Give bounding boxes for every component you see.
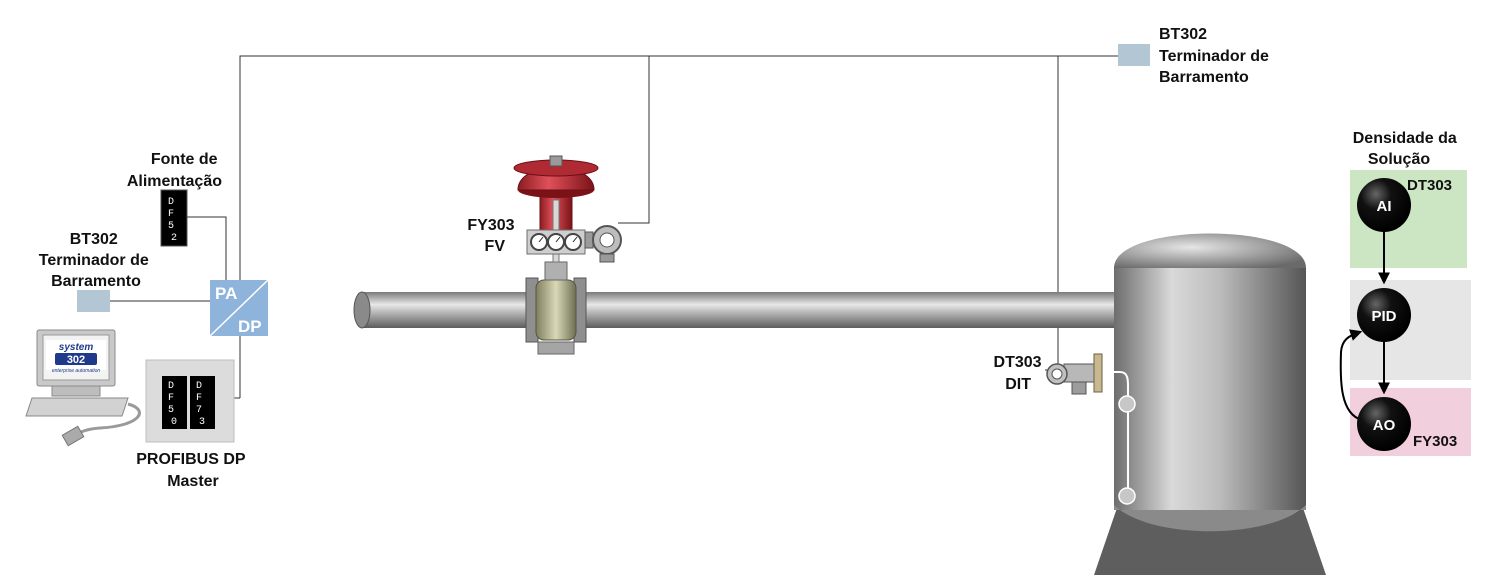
system302-badge: [55, 353, 97, 365]
df52-module-text: D F 5 2: [168, 197, 180, 244]
pid-block: [1357, 288, 1411, 342]
bt302-top-label: BT302 Terminador de Barramento: [1159, 26, 1273, 86]
coupler-dp: DP: [238, 317, 262, 336]
control-valve: [513, 155, 622, 355]
fy303-fv-label: FY303 FV: [467, 217, 519, 255]
system302-line3: enterprise automation: [52, 368, 101, 374]
dt303-dit-label: DT303 DIT: [994, 354, 1046, 393]
ao-block-label: AO: [1373, 417, 1396, 434]
system302-line2: 302: [67, 354, 85, 366]
ao-fy303-tag: FY303: [1413, 433, 1457, 450]
density-transmitter: [1046, 353, 1103, 395]
pa-dp-coupler: PA DP: [209, 279, 269, 337]
ai-dt303-tag: DT303: [1407, 177, 1452, 194]
pid-block-label: PID: [1371, 308, 1396, 325]
process-pipe: [353, 291, 1122, 329]
df73-module-text: D F 7 3: [196, 381, 208, 428]
system302-line1: system: [59, 342, 94, 353]
fonte-label: Fonte de Alimentação: [127, 151, 222, 190]
ao-block: [1357, 397, 1411, 451]
densidade-label: Densidade da Solução: [1353, 130, 1461, 168]
bus-terminator-top: [1118, 44, 1150, 66]
ai-block: [1357, 178, 1411, 232]
process-tank: [1094, 233, 1326, 575]
bus-terminator-left: [77, 290, 110, 312]
function-block-links: [1339, 232, 1390, 421]
profibus-master-rack: [145, 359, 235, 443]
ai-block-label: AI: [1377, 198, 1392, 215]
profibus-label: PROFIBUS DP Master: [136, 451, 250, 490]
df50-module-text: D F 5 0: [168, 381, 180, 428]
bt302-left-label: BT302 Terminador de Barramento: [39, 231, 153, 290]
df52-module: [160, 189, 188, 247]
coupler-pa: PA: [215, 284, 237, 303]
